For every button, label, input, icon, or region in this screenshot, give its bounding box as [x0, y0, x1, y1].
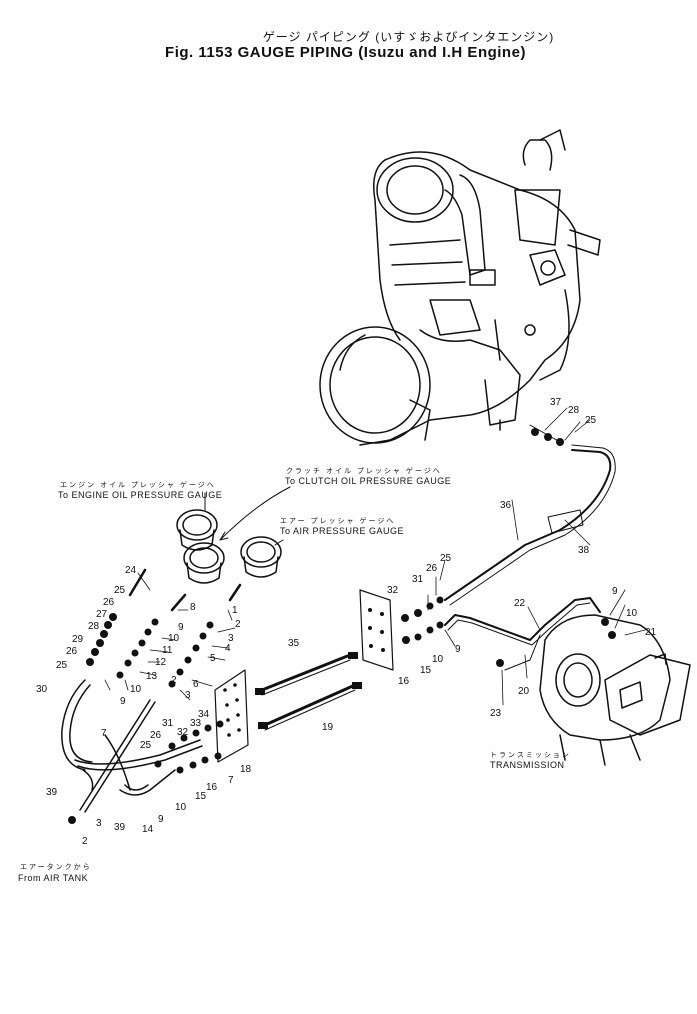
part-label: 9	[158, 814, 164, 825]
part-label: 33	[190, 718, 202, 729]
part-label: 25	[440, 553, 452, 564]
part-label: 38	[578, 545, 590, 556]
part-label: 26	[426, 563, 438, 574]
part-label: 26	[66, 646, 78, 657]
part-label: 11	[162, 645, 173, 656]
air-pressure-gauge	[240, 536, 282, 578]
part-label: 10	[168, 633, 180, 644]
part-number-labels: 24 25 26 27 28 29 26 25 30 8 9 10 11 12 …	[36, 397, 657, 847]
part-label: 25	[56, 660, 68, 671]
part-label: 34	[198, 709, 210, 720]
part-label: 24	[125, 565, 137, 576]
part-label: 15	[420, 665, 432, 676]
part-label: 9	[455, 644, 461, 655]
part-label: 2	[235, 619, 241, 630]
part-label: 25	[114, 585, 126, 596]
transmission-label: TRANSMISSION	[490, 760, 565, 770]
part-label: 4	[225, 643, 231, 654]
part-label: 1	[232, 605, 238, 616]
part-label: 21	[645, 627, 657, 638]
part-label: 5	[210, 653, 216, 664]
part-label: 37	[550, 397, 562, 408]
part-label: 23	[490, 708, 502, 719]
part-label: 6	[193, 679, 199, 690]
part-label: 9	[120, 696, 126, 707]
clutch-oil-gauge	[183, 542, 225, 584]
clutch-oil-callout: To CLUTCH OIL PRESSURE GAUGE	[285, 476, 452, 486]
part-label: 20	[518, 686, 530, 697]
part-label: 16	[398, 676, 410, 687]
transmission-label-jp: トランスミッション	[490, 752, 571, 759]
part-label: 9	[612, 586, 618, 597]
part-label: 25	[585, 415, 597, 426]
part-label: 12	[155, 657, 167, 668]
part-label: 10	[432, 654, 444, 665]
part-label: 26	[150, 730, 162, 741]
clutch-oil-callout-jp: クラッチ オイル プレッシャ ゲージへ	[286, 468, 442, 475]
part-label: 28	[568, 405, 580, 416]
air-pressure-callout: To AIR PRESSURE GAUGE	[280, 526, 405, 536]
part-label: 2	[171, 675, 177, 686]
transmission-illustration	[539, 614, 691, 766]
part-label: 32	[387, 585, 399, 596]
part-label: 13	[146, 671, 158, 682]
part-label: 31	[162, 718, 174, 729]
air-pressure-callout-jp: エアー プレッシャ ゲージへ	[280, 518, 396, 525]
part-label: 3	[96, 818, 102, 829]
part-label: 32	[177, 727, 189, 738]
part-label: 25	[140, 740, 152, 751]
part-label: 9	[178, 622, 184, 633]
figure-title: Fig. 1153 GAUGE PIPING (Isuzu and I.H En…	[165, 44, 526, 61]
part-label: 2	[82, 836, 88, 847]
part-label: 30	[36, 684, 48, 695]
part-label: 29	[72, 634, 84, 645]
part-label: 27	[96, 609, 108, 620]
part-label: 28	[88, 621, 100, 632]
air-tank-callout: From AIR TANK	[18, 873, 89, 883]
part-label: 8	[190, 602, 196, 613]
part-label: 31	[412, 574, 424, 585]
part-label: 26	[103, 597, 115, 608]
engine-oil-callout-jp: エンジン オイル プレッシャ ゲージへ	[60, 482, 216, 489]
part-label: 36	[500, 500, 512, 511]
engine-illustration	[319, 129, 601, 446]
part-label: 35	[288, 638, 300, 649]
part-label: 3	[185, 690, 191, 701]
part-label: 7	[228, 775, 234, 786]
part-label: 19	[322, 722, 334, 733]
part-label: 7	[101, 728, 107, 739]
figure-title-japanese: ゲージ パイピング (いすゞおよびインタエンジン)	[262, 30, 555, 44]
engine-oil-callout: To ENGINE OIL PRESSURE GAUGE	[58, 490, 223, 500]
part-label: 10	[626, 608, 638, 619]
part-label: 22	[514, 598, 526, 609]
part-label: 14	[142, 824, 154, 835]
part-label: 15	[195, 791, 207, 802]
part-label: 18	[240, 764, 252, 775]
air-tank-callout-jp: エアータンクから	[20, 864, 92, 871]
part-label: 3	[228, 633, 234, 644]
part-label: 16	[206, 782, 218, 793]
part-label: 10	[175, 802, 187, 813]
part-label: 39	[46, 787, 58, 798]
part-label: 39	[114, 822, 126, 833]
part-label: 10	[130, 684, 142, 695]
